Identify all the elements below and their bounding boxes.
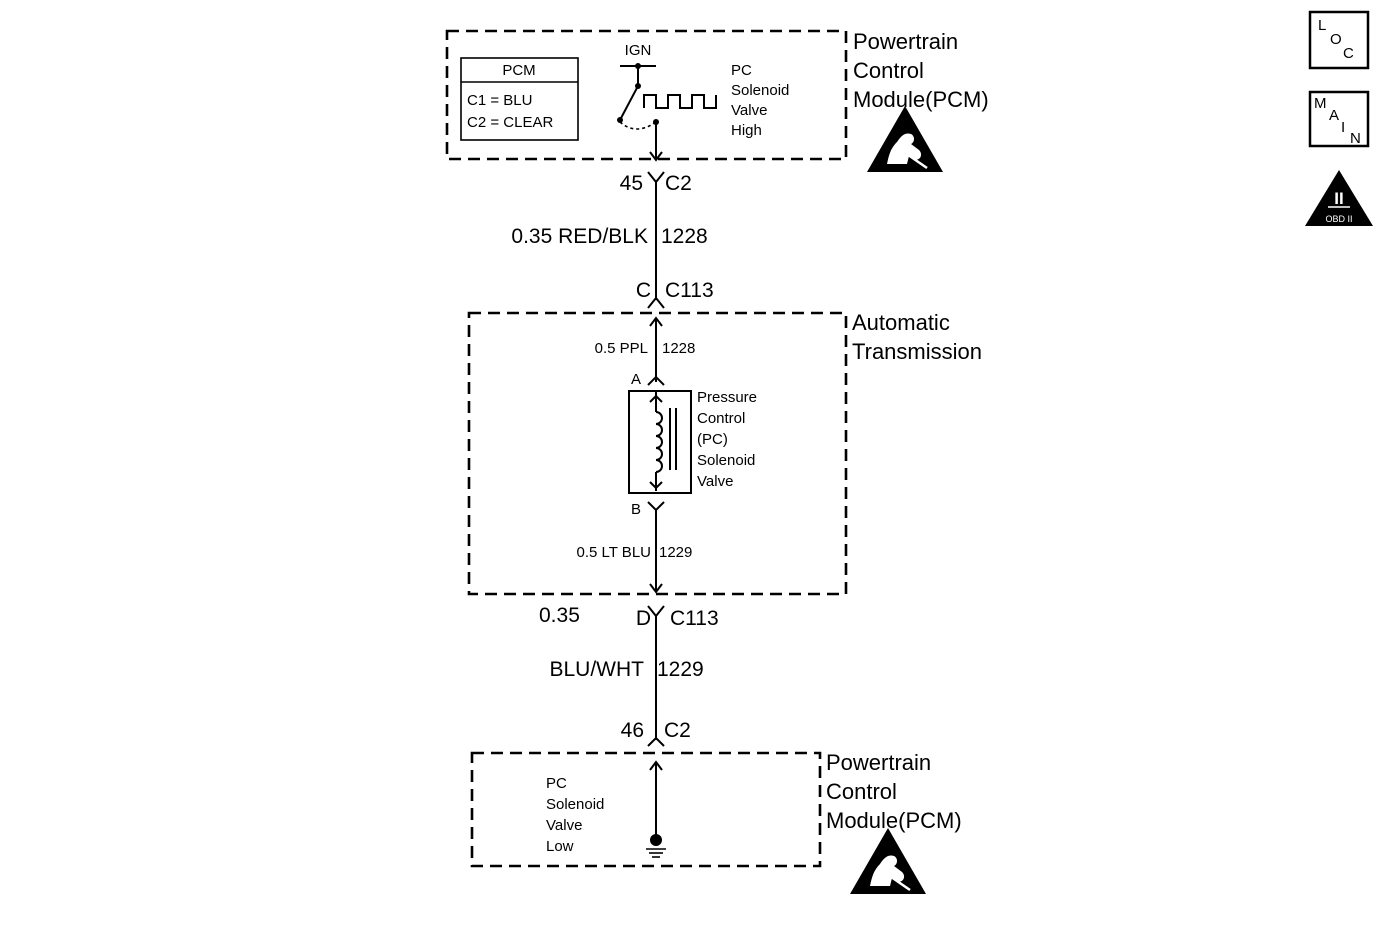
wire-out-circuit: 1229: [659, 544, 692, 561]
pin-46-label: 46: [621, 719, 644, 742]
ign-switch: IGN: [617, 42, 663, 162]
wire-bottom-spec: BLU/WHT: [550, 658, 645, 681]
connector-c2-pin45: 45 C2: [620, 171, 692, 195]
c113-bottom-label: C113: [670, 607, 719, 630]
wire-bottom-circuit: 1229: [657, 658, 704, 681]
pc-solenoid-high-label: PC Solenoid Valve High: [731, 62, 794, 139]
obd-ii-button[interactable]: II OBD II: [1305, 170, 1373, 226]
c2-top-label: C2: [665, 172, 692, 195]
pcm-top-boundary: [445, 29, 848, 161]
wire-top-spec: 0.35 RED/BLK: [511, 225, 648, 248]
pcm-top-title: Powertrain Control Module(PCM): [853, 29, 989, 112]
solenoid-label: Pressure Control (PC) Solenoid Valve: [697, 389, 761, 490]
pin-45-label: 45: [620, 172, 643, 195]
connector-c2-pin46: 46 C2: [621, 719, 691, 747]
automatic-transmission: Automatic Transmission 0.5 PPL 1228 A Pr…: [467, 310, 982, 596]
pcm-connector-table: PCM C1 = BLU C2 = CLEAR: [460, 57, 579, 141]
c113-pin-c: C: [636, 279, 651, 302]
pcm-top-module: PCM C1 = BLU C2 = CLEAR IGN PC Solenoid …: [445, 29, 989, 174]
pcm-bottom-boundary: [470, 751, 822, 868]
esd-warning-icon: [848, 826, 928, 896]
loc-o: O: [1330, 31, 1342, 48]
wire-in-spec: 0.5 PPL: [595, 340, 648, 357]
main-i: I: [1341, 119, 1345, 136]
pcm-bottom-title: Powertrain Control Module(PCM): [826, 750, 962, 833]
pc-solenoid-valve: Pressure Control (PC) Solenoid Valve: [628, 389, 761, 494]
c2-bottom-label: C2: [664, 719, 691, 742]
c113-d-gauge: 0.35: [539, 604, 580, 627]
loc-c: C: [1343, 45, 1354, 62]
pin-a-label: A: [631, 371, 641, 388]
pcm-bottom-module: PC Solenoid Valve Low Powertrain Control…: [470, 750, 962, 896]
ign-label: IGN: [625, 42, 652, 59]
pin-b-label: B: [631, 501, 641, 518]
loc-l: L: [1318, 17, 1326, 34]
pcm-table-c1: C1 = BLU: [467, 92, 532, 109]
pcm-table-title: PCM: [502, 62, 535, 79]
obd-numeral: II: [1334, 189, 1343, 208]
pwm-signal-icon: [643, 94, 717, 109]
ground-icon: [646, 848, 666, 858]
main-m: M: [1314, 95, 1327, 112]
loc-button[interactable]: L O C: [1308, 10, 1370, 70]
wire-top-circuit: 1228: [661, 225, 708, 248]
wire-out-spec: 0.5 LT BLU: [577, 544, 652, 561]
connector-c113-pin-d: 0.35 D C113: [539, 604, 719, 630]
obd-label: OBD II: [1325, 214, 1352, 224]
transmission-boundary: [467, 311, 848, 596]
main-a: A: [1329, 107, 1339, 124]
esd-warning-icon: [865, 104, 945, 174]
wire-in-circuit: 1228: [662, 340, 695, 357]
main-button[interactable]: M A I N: [1308, 90, 1370, 148]
c113-pin-d: D: [636, 607, 651, 630]
pcm-table-c2: C2 = CLEAR: [467, 114, 553, 131]
c113-top-label: C113: [665, 279, 714, 302]
pc-solenoid-low-label: PC Solenoid Valve Low: [546, 775, 609, 855]
coil-icon: [655, 411, 663, 473]
connector-c113-pin-c: C C113: [636, 279, 714, 309]
transmission-title: Automatic Transmission: [852, 310, 982, 364]
main-n: N: [1350, 130, 1361, 147]
